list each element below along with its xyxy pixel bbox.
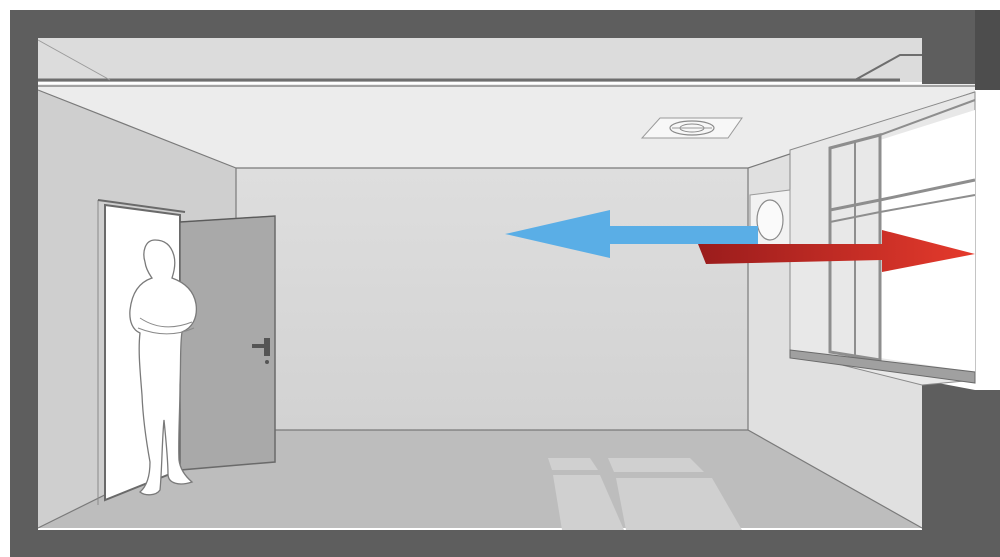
door-leaf	[180, 216, 275, 470]
outer-wall-right-lower	[922, 380, 1000, 557]
outer-wall-bottom	[10, 530, 925, 557]
outer-wall-top	[10, 10, 975, 38]
ceiling-band	[38, 38, 922, 82]
outer-wall-left	[10, 10, 38, 557]
outer-wall-right-upper	[922, 10, 975, 90]
outer-wall-right-edge	[975, 10, 1000, 90]
ceiling-fan-icon	[642, 118, 742, 138]
back-wall	[236, 168, 748, 430]
ceiling-slab	[38, 38, 922, 82]
